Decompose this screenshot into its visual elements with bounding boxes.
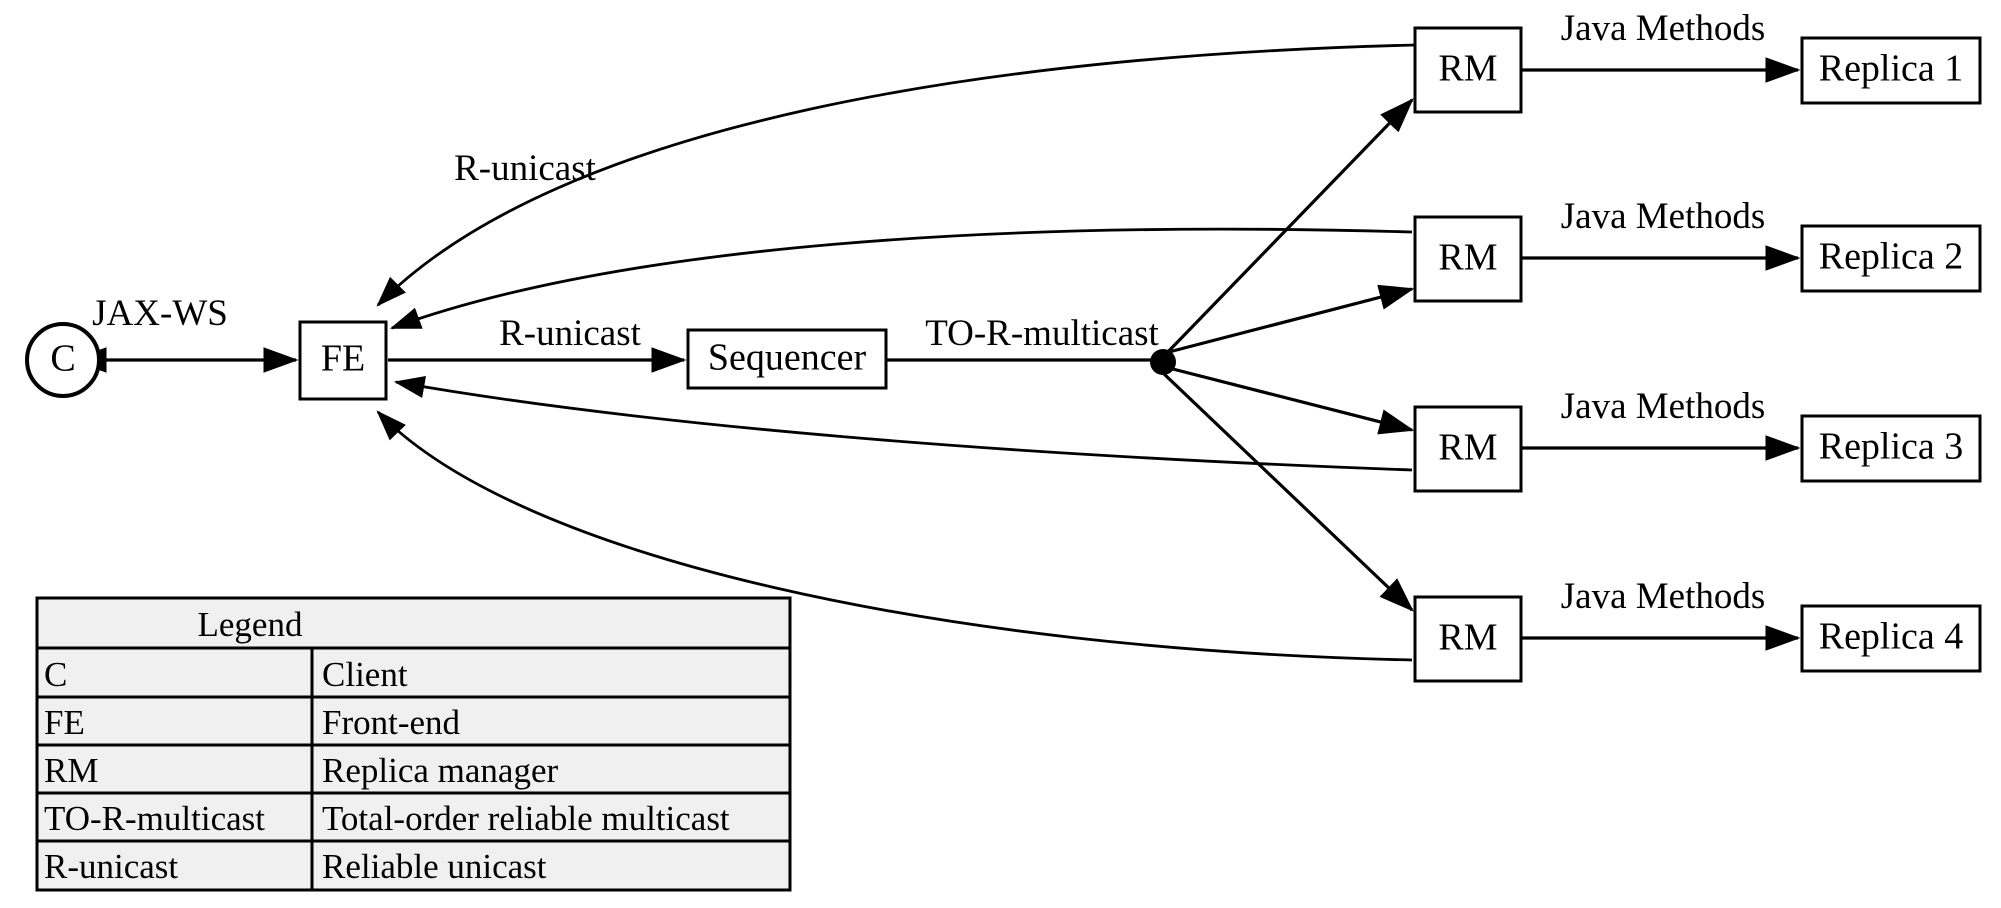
node-replica-4-label: Replica 4 bbox=[1819, 616, 1964, 658]
legend-abbr-fe: FE bbox=[44, 703, 85, 742]
legend-meaning-to-r-multicast: Total-order reliable multicast bbox=[322, 799, 730, 838]
node-replica-2-label: Replica 2 bbox=[1819, 236, 1964, 278]
edge-label-to-r-multicast: TO-R-multicast bbox=[925, 313, 1159, 354]
node-replica-4[interactable] bbox=[1800, 604, 1982, 673]
node-sequencer[interactable] bbox=[686, 328, 888, 390]
edge-junction-rm-2 bbox=[1164, 284, 1415, 355]
node-frontend-label: FE bbox=[321, 338, 365, 380]
node-replica-manager-4-label: RM bbox=[1438, 617, 1497, 659]
node-replica-manager-4[interactable] bbox=[1413, 595, 1523, 683]
node-client[interactable] bbox=[25, 322, 101, 398]
edge-rm1-frontend-runicast bbox=[376, 43, 1416, 307]
edge-rm2-frontend-runicast bbox=[389, 227, 1413, 330]
node-replica-manager-1[interactable] bbox=[1413, 26, 1523, 114]
node-replica-3-label: Replica 3 bbox=[1819, 426, 1964, 468]
node-replica-manager-3[interactable] bbox=[1413, 405, 1523, 493]
edge-label-java-methods-3: Java Methods bbox=[1561, 386, 1766, 427]
node-replica-3[interactable] bbox=[1800, 414, 1982, 483]
node-replica-1[interactable] bbox=[1800, 36, 1982, 105]
node-sequencer-label: Sequencer bbox=[708, 337, 867, 379]
node-replica-manager-3-label: RM bbox=[1438, 427, 1497, 469]
legend-abbr-c: C bbox=[44, 655, 67, 694]
edge-label-runicast-request: R-unicast bbox=[499, 313, 642, 354]
edge-junction-rm-3 bbox=[1164, 365, 1415, 435]
edge-rm3-frontend-runicast bbox=[393, 375, 1413, 472]
legend-table: Legend C Client FE Front-end RM Replica … bbox=[35, 596, 792, 892]
legend-abbr-to-r-multicast: TO-R-multicast bbox=[44, 799, 265, 838]
node-client-label: C bbox=[50, 338, 75, 380]
node-replica-manager-2-label: RM bbox=[1438, 237, 1497, 279]
legend-abbr-r-unicast: R-unicast bbox=[44, 847, 178, 886]
multicast-junction-dot bbox=[1150, 349, 1176, 375]
edge-junction-rm-4 bbox=[1161, 371, 1414, 612]
edge-rm4-frontend-runicast bbox=[376, 410, 1413, 662]
legend-meaning-fe: Front-end bbox=[322, 703, 461, 742]
edge-label-runicast-response: R-unicast bbox=[454, 148, 597, 189]
node-replica-manager-1-label: RM bbox=[1438, 48, 1497, 90]
edge-label-java-methods-2: Java Methods bbox=[1561, 196, 1766, 237]
node-replica-1-label: Replica 1 bbox=[1819, 48, 1964, 90]
legend-meaning-rm: Replica manager bbox=[322, 751, 558, 790]
legend-title: Legend bbox=[198, 605, 303, 644]
edge-label-java-methods-4: Java Methods bbox=[1561, 576, 1766, 617]
node-replica-manager-2[interactable] bbox=[1413, 215, 1523, 303]
edge-label-jaxws: JAX-WS bbox=[92, 293, 228, 334]
legend-meaning-r-unicast: Reliable unicast bbox=[322, 847, 547, 886]
node-frontend[interactable] bbox=[298, 320, 388, 401]
edge-label-java-methods-1: Java Methods bbox=[1561, 8, 1766, 49]
node-replica-2[interactable] bbox=[1800, 224, 1982, 293]
legend-abbr-rm: RM bbox=[44, 751, 98, 790]
legend-meaning-c: Client bbox=[322, 655, 408, 694]
